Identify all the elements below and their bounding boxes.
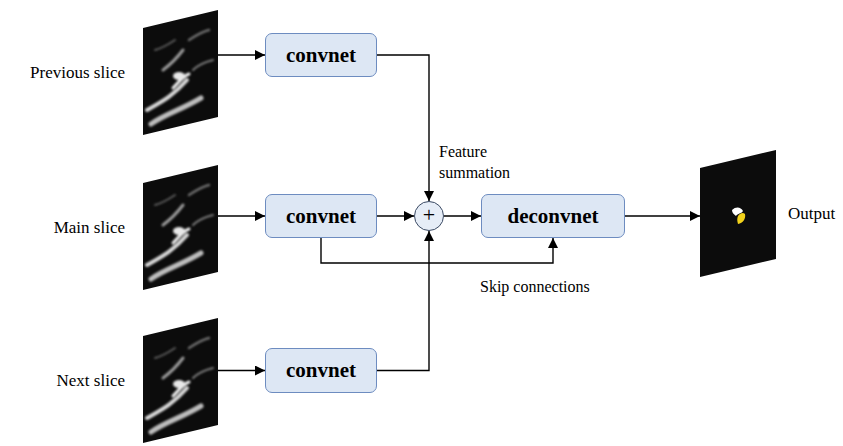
image-label: Next slice — [57, 371, 125, 391]
arrow-connector — [377, 231, 429, 371]
output-image: Output — [700, 150, 776, 277]
slice-picture — [143, 10, 218, 135]
block-label: deconvnet — [508, 204, 599, 229]
arrow-connector — [625, 215, 700, 216]
slice-picture — [143, 165, 218, 290]
image-slice: Main slice — [143, 165, 218, 290]
convnet-box: convnet — [265, 194, 377, 238]
block-label: convnet — [286, 358, 356, 383]
image-label: Previous slice — [30, 63, 125, 83]
arrow-connector — [321, 238, 553, 263]
sum-sign: + — [423, 204, 435, 226]
image-slice: Previous slice — [143, 10, 218, 135]
block-label: convnet — [286, 204, 356, 229]
connector-label: Feature summation — [437, 141, 537, 183]
arrow-connector — [377, 55, 429, 201]
image-label: Main slice — [54, 218, 125, 238]
block-label: convnet — [286, 43, 356, 68]
output-picture — [700, 150, 776, 277]
sum-circle: + — [414, 201, 444, 231]
arrow-connector — [218, 370, 265, 371]
deconvnet-box: deconvnet — [481, 194, 625, 238]
arrow-connector — [444, 215, 481, 216]
connector-label: Skip connections — [478, 276, 592, 297]
arrow-connector — [377, 215, 414, 216]
slice-picture — [143, 318, 218, 443]
convnet-box: convnet — [265, 33, 377, 77]
image-slice: Next slice — [143, 318, 218, 443]
convnet-box: convnet — [265, 348, 377, 393]
arrow-connector — [218, 54, 265, 55]
arrow-connector — [218, 215, 265, 216]
image-label: Output — [788, 204, 835, 224]
